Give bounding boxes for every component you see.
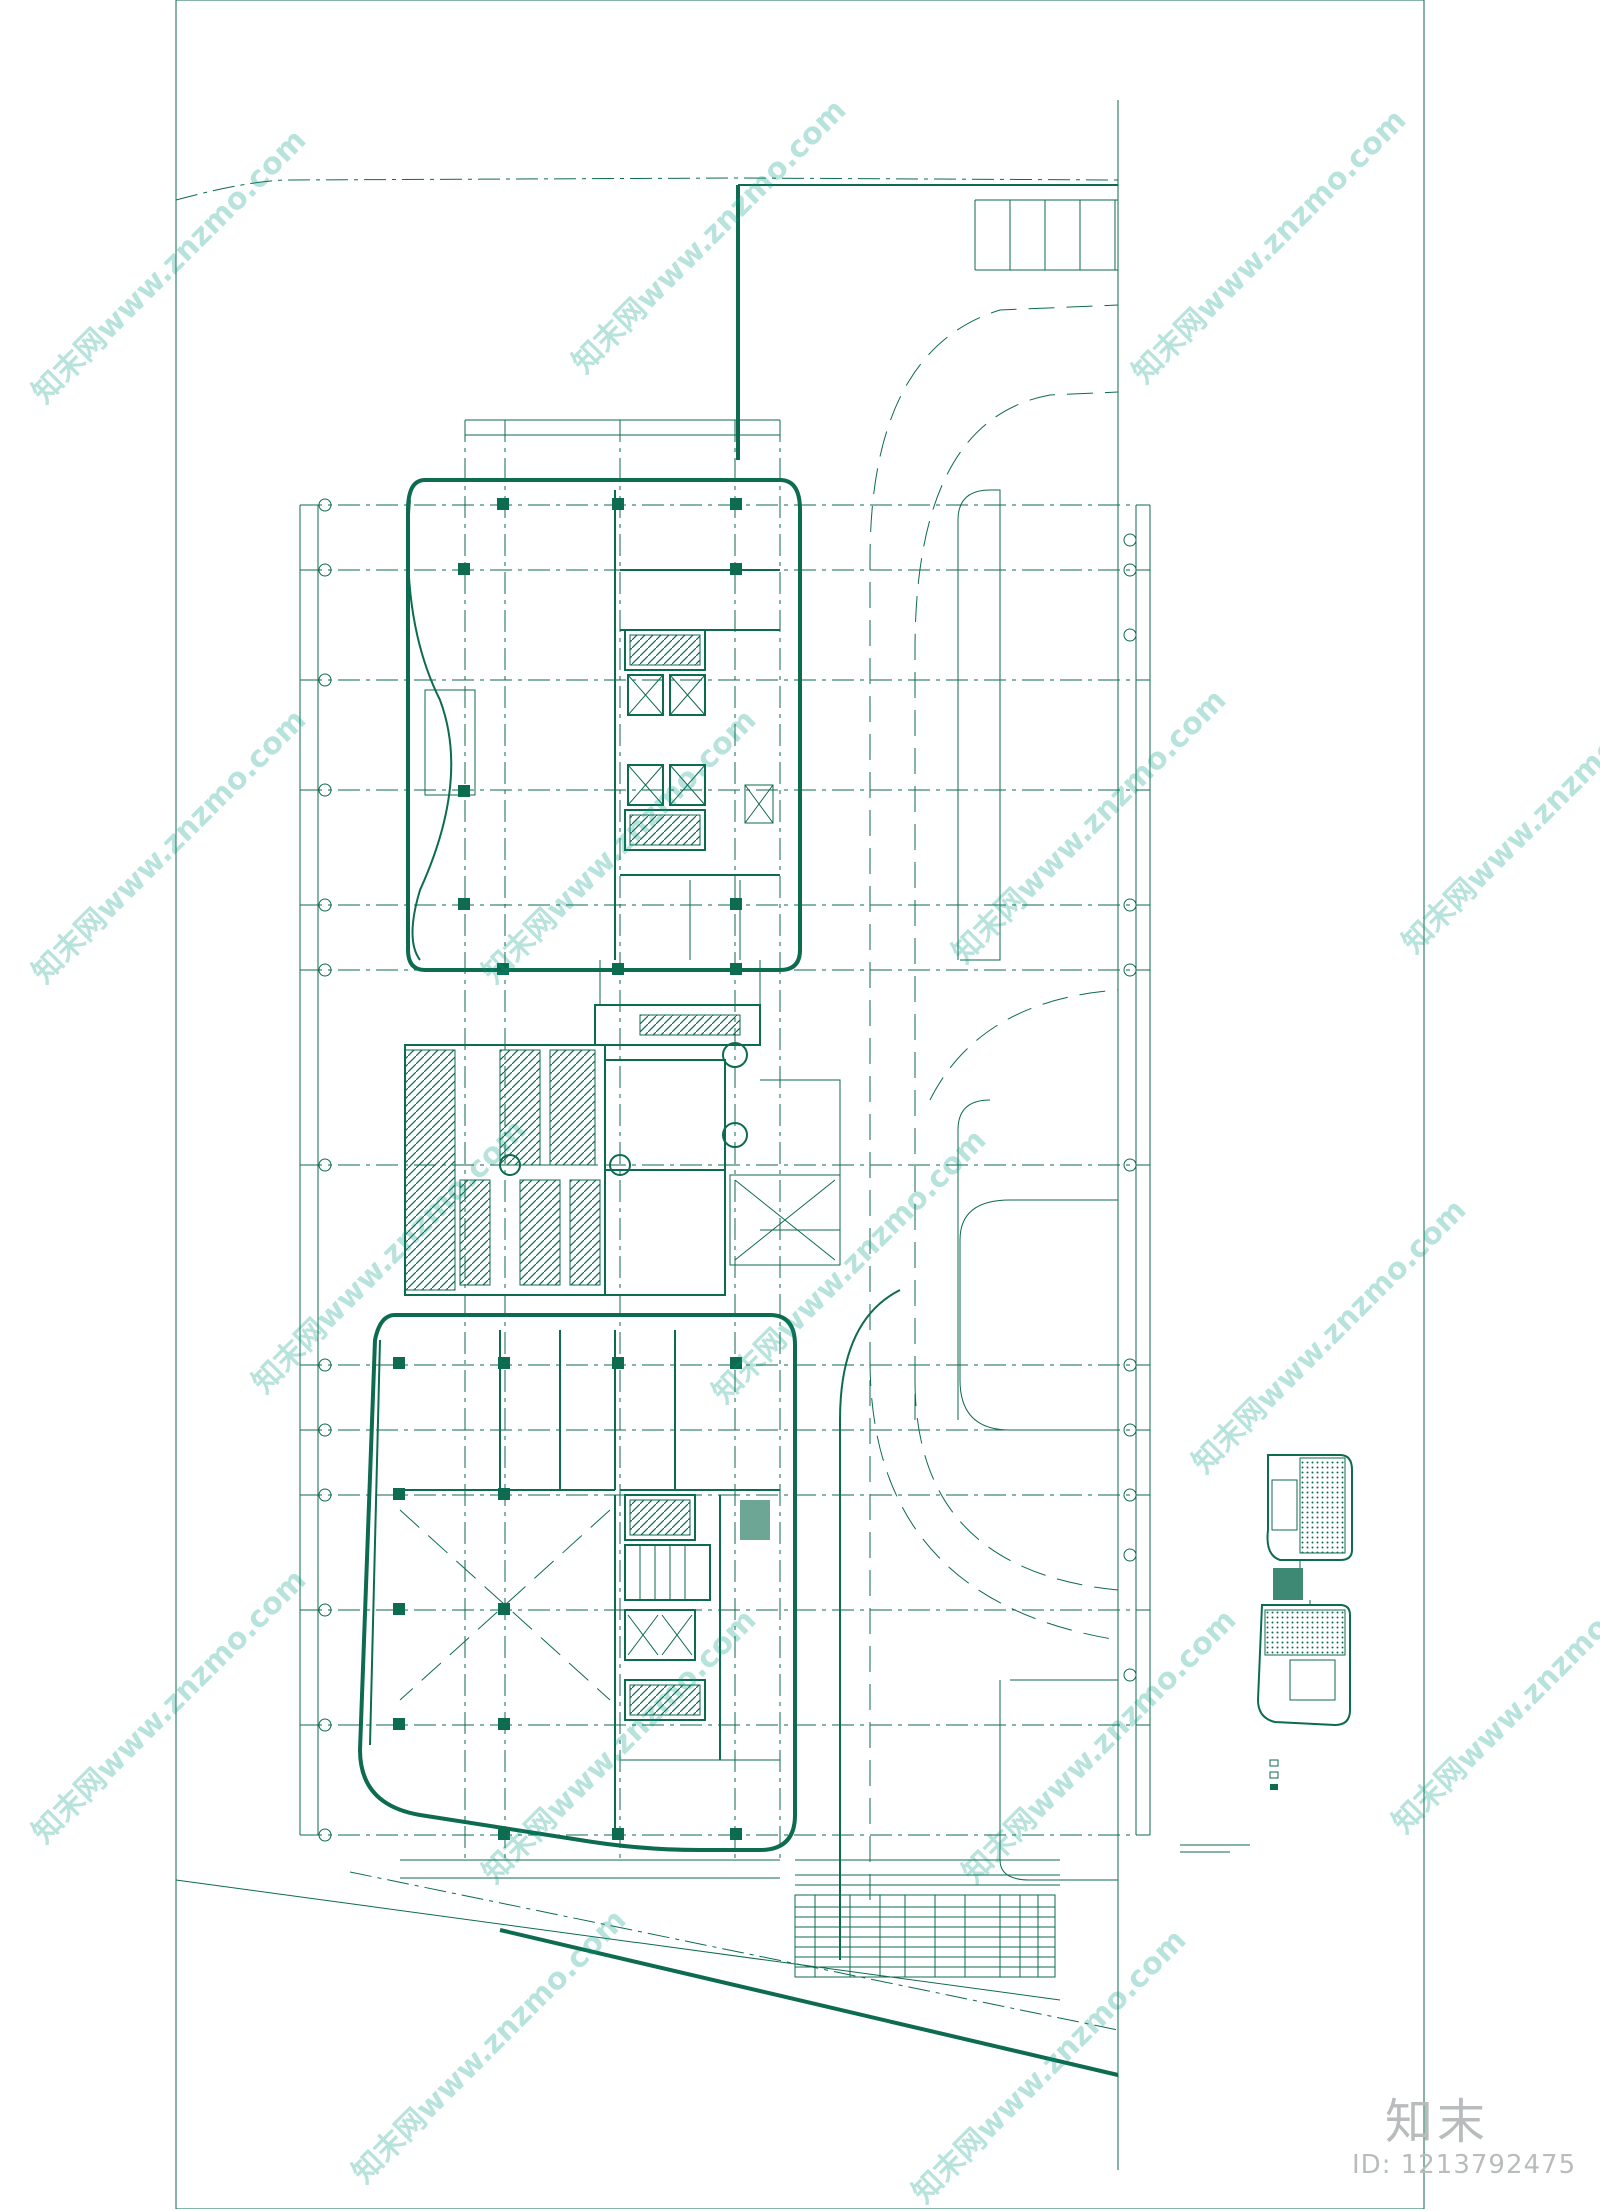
lower-building <box>357 1313 797 1852</box>
axis-bubbles <box>318 498 1137 1842</box>
brand-logo: 知末 <box>1385 2094 1490 2150</box>
schedule-table <box>794 1859 1060 1978</box>
driveway <box>839 304 1119 1960</box>
drawing-title <box>1180 1844 1250 1853</box>
upper-building <box>406 478 802 975</box>
parking-stalls <box>974 199 1118 271</box>
site-boundary <box>175 100 1119 2170</box>
sheet-border <box>175 0 1425 2209</box>
image-id-label: ID: 1213792475 <box>1352 2150 1577 2180</box>
dimension-lines <box>299 419 1151 1879</box>
key-plan-inset <box>1256 1454 1353 1790</box>
middle-connector <box>404 960 841 1296</box>
grid-axes <box>300 420 1150 1860</box>
